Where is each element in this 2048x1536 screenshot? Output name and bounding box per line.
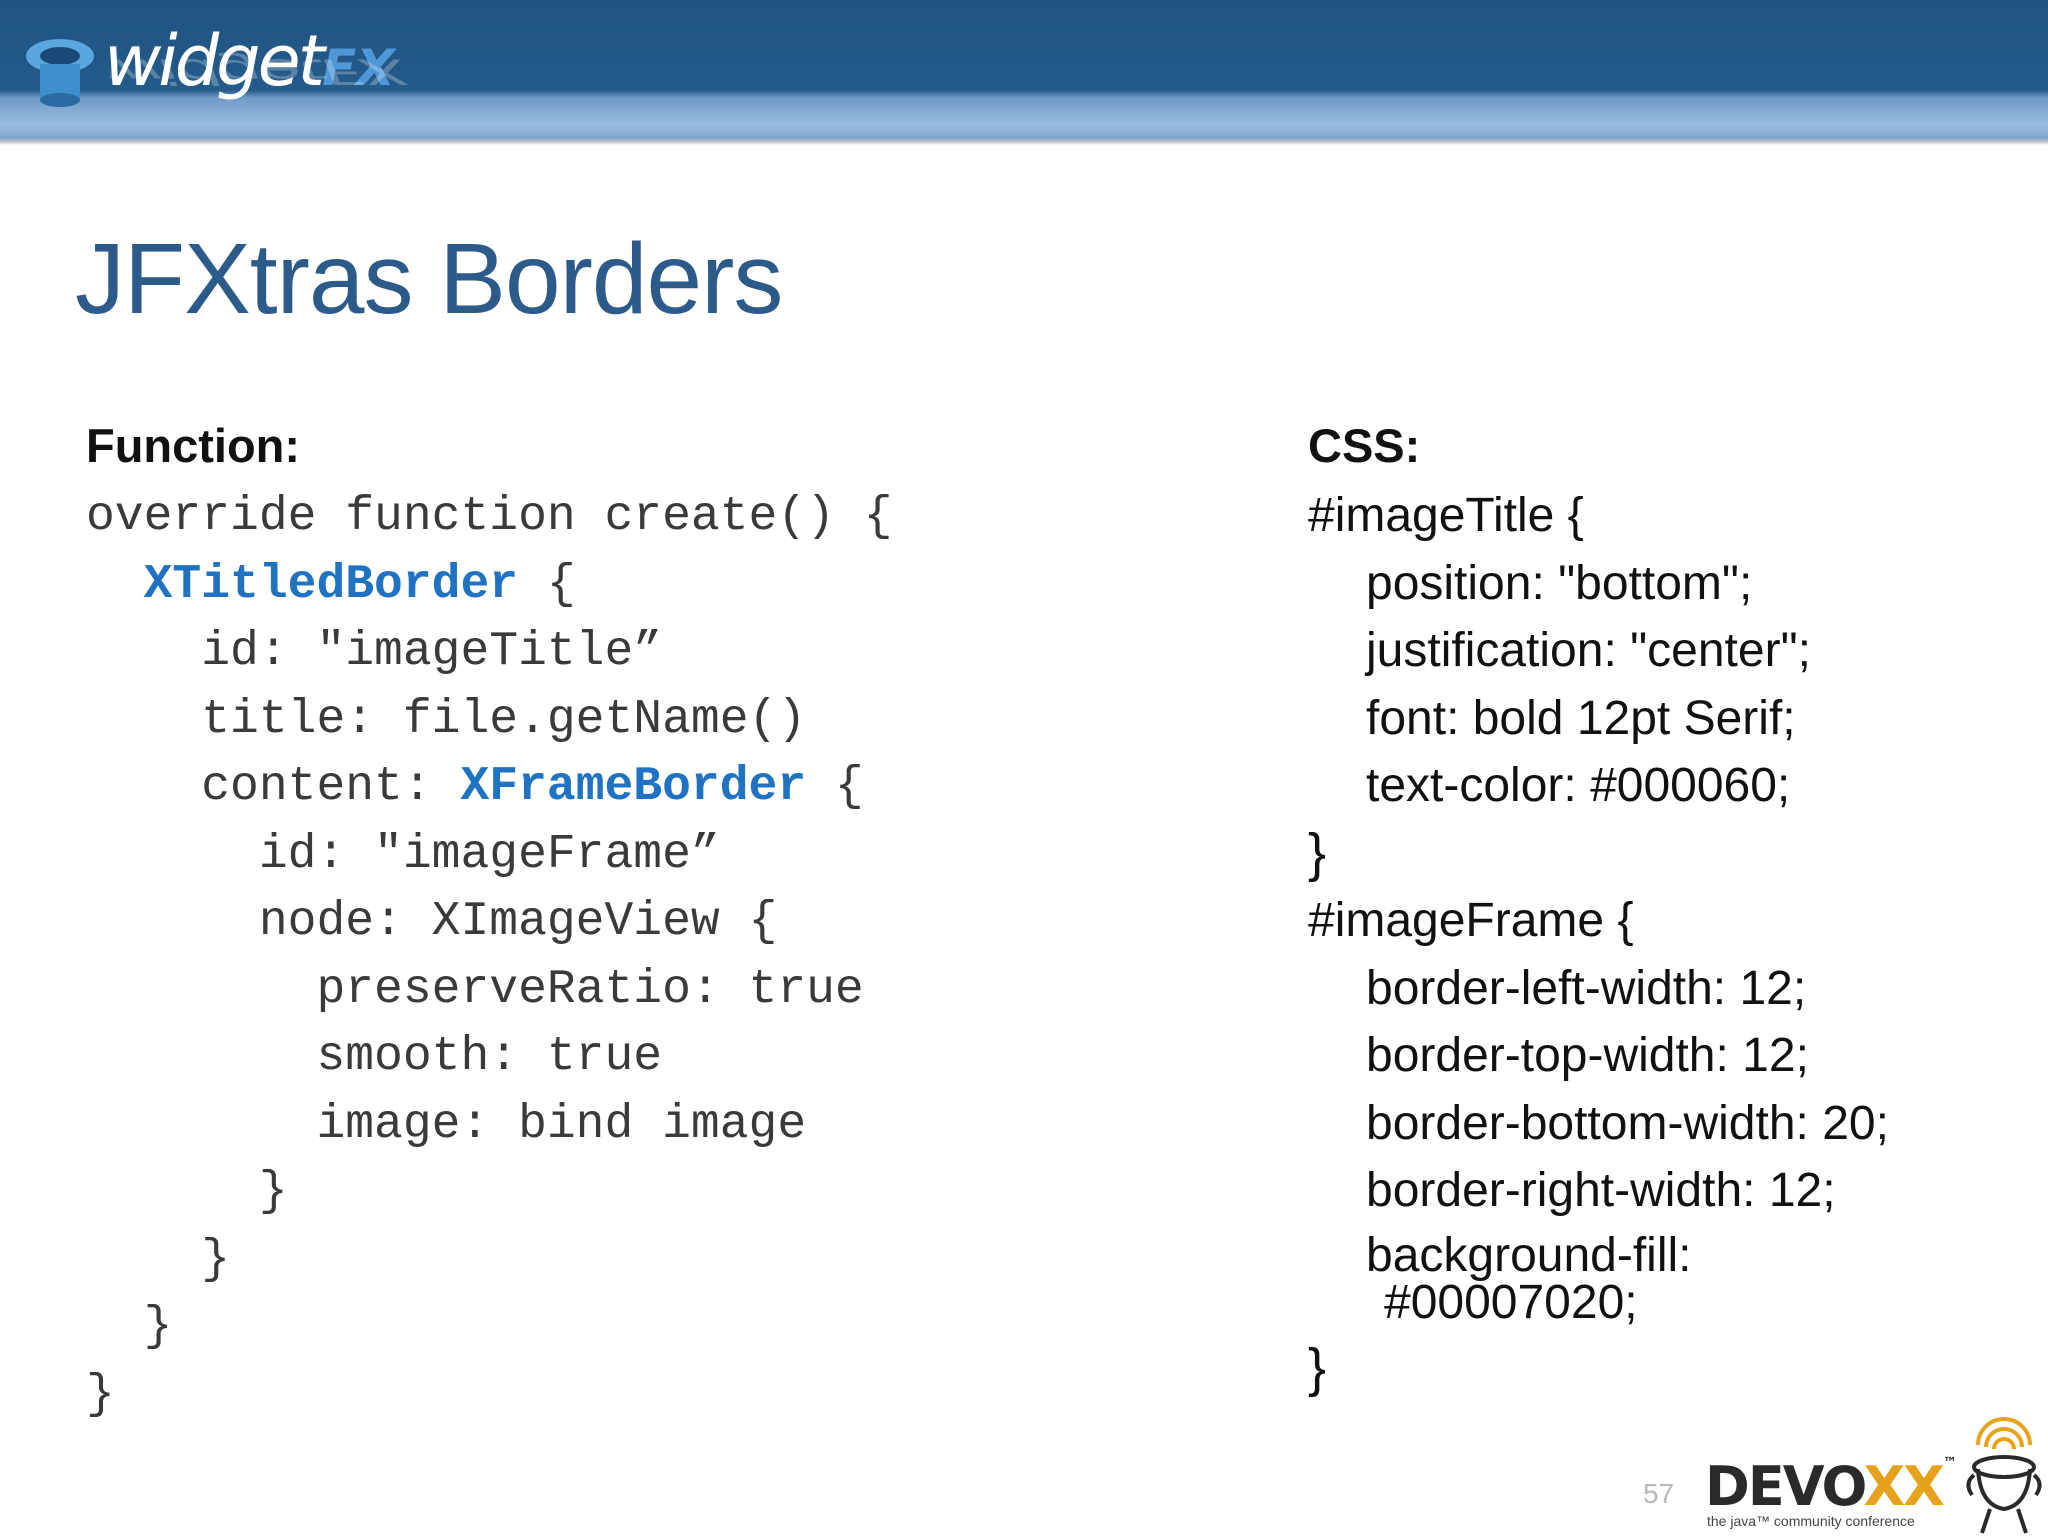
code-line: } <box>86 1300 173 1354</box>
css-line: } <box>1308 822 1327 883</box>
bolt-nut-icon <box>26 39 94 107</box>
brand-reflection-prefix: widget <box>104 51 323 92</box>
css-heading: CSS: <box>1308 419 1421 472</box>
broadcast-figure-icon <box>1966 1417 2042 1534</box>
code-keyword: XFrameBorder <box>460 760 807 814</box>
slide-title: JFXtras Borders <box>75 223 783 335</box>
css-line: border-bottom-width: 20; <box>1366 1096 1889 1150</box>
code-block: override function create() { XTitledBord… <box>86 484 893 1429</box>
brand-wordmark: widgetFX <box>104 20 395 102</box>
code-line: } <box>86 1165 288 1219</box>
devoxx-wordmark-x: XX <box>1863 1455 1945 1518</box>
code-keyword: XTitledBorder <box>143 557 519 612</box>
devoxx-trademark: ™ <box>1942 1455 1957 1471</box>
code-line: override function create() { <box>86 490 893 544</box>
css-block: #imageTitle { position: "bottom"; justif… <box>1308 482 1889 1402</box>
css-line: border-right-width: 12; <box>1366 1164 1836 1217</box>
code-line: node: XImageView { <box>86 895 778 949</box>
code-line: id: "imageTitle” <box>86 625 663 679</box>
code-text: content: <box>86 760 461 814</box>
brand-prefix: widget <box>104 20 325 102</box>
code-line: smooth: true <box>86 1030 663 1084</box>
css-line: #00007020; <box>1384 1275 1638 1329</box>
brand-reflection: widgetFX <box>104 51 404 92</box>
header-band: widgetFX widgetFX <box>0 0 2048 145</box>
css-line: background-fill: <box>1366 1228 1692 1282</box>
page-number: 57 <box>1643 1478 1675 1509</box>
code-line: title: file.getName() <box>86 692 807 747</box>
function-heading: Function: <box>86 419 301 472</box>
code-line: image: bind image <box>86 1097 807 1152</box>
devoxx-wordmark: DEVOXX™ <box>1705 1455 1957 1518</box>
css-line: justification: "center"; <box>1366 624 1811 677</box>
code-line: preserveRatio: true <box>86 962 864 1017</box>
brand-suffix: FX <box>322 39 395 97</box>
css-line: text-color: #000060; <box>1366 759 1791 812</box>
css-line: } <box>1308 1337 1327 1398</box>
code-line: content: XFrameBorder { <box>86 754 893 822</box>
css-line: font: bold 12pt Serif; <box>1366 691 1796 745</box>
code-line: XTitledBorder { <box>86 552 893 620</box>
css-line: border-top-width: 12; <box>1366 1029 1809 1082</box>
css-line: position: "bottom"; <box>1366 556 1753 610</box>
code-line: } <box>86 1367 115 1422</box>
code-line: id: "imageFrame” <box>86 827 720 882</box>
code-text: { <box>806 760 864 814</box>
devoxx-wordmark-main: DEVO <box>1705 1455 1866 1518</box>
css-line: border-left-width: 12; <box>1366 961 1807 1015</box>
code-text <box>86 558 144 612</box>
code-text: { <box>518 557 576 612</box>
devoxx-logo: DEVOXX™ the java™ community conference <box>1700 1405 2048 1536</box>
css-line: #imageTitle { <box>1308 489 1584 542</box>
css-line: #imageFrame { <box>1308 894 1634 947</box>
devoxx-tagline: the java™ community conference <box>1707 1513 1915 1529</box>
code-line: } <box>86 1232 231 1287</box>
brand-reflection-suffix: FX <box>322 51 405 92</box>
